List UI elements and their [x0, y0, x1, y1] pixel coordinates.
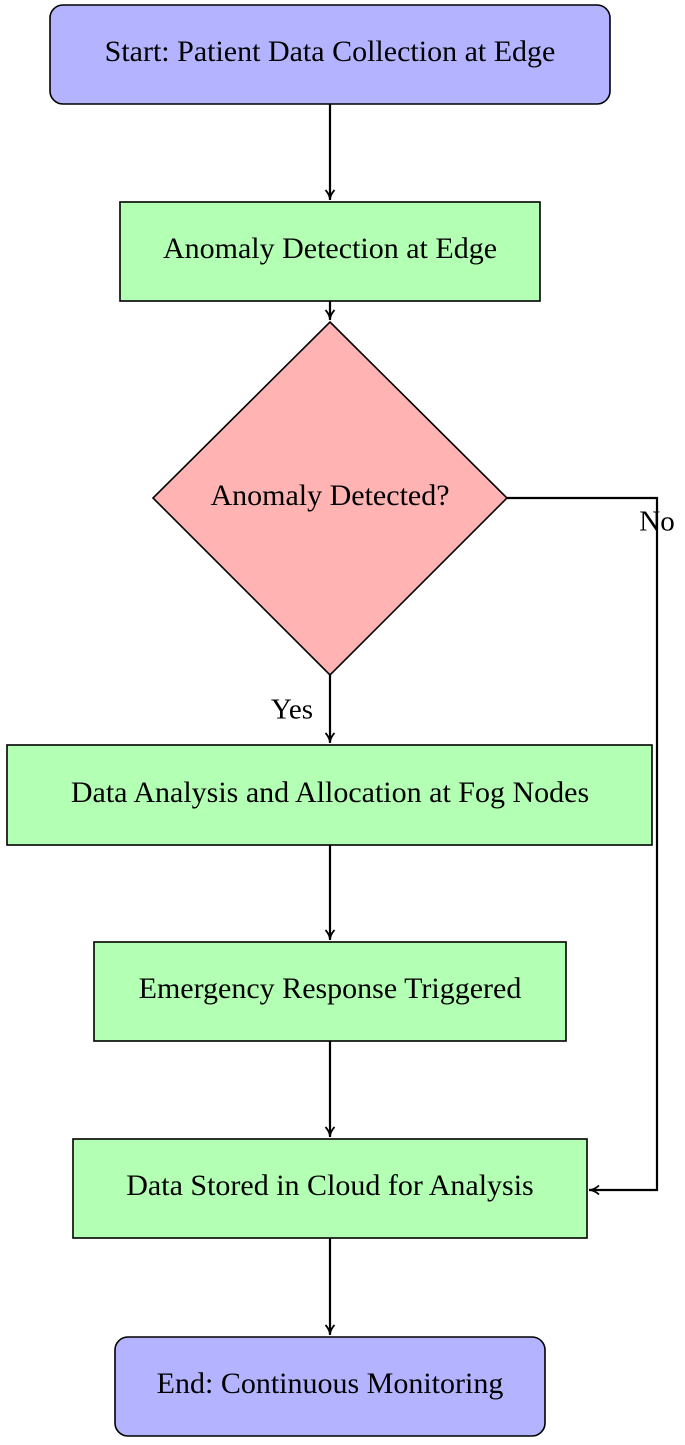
decision-node [151, 320, 509, 677]
end-node [114, 1336, 546, 1437]
yes-label: Yes [271, 694, 313, 726]
edge-detection-node-label: Anomaly Detection at Edge [163, 232, 497, 265]
edge-detection-node [119, 201, 541, 302]
no-label: No [639, 506, 674, 538]
end-node-label: End: Continuous Monitoring [157, 1367, 504, 1400]
emergency-node-label: Emergency Response Triggered [139, 972, 522, 1005]
fog-analysis-node-label: Data Analysis and Allocation at Fog Node… [71, 776, 589, 809]
arrow-decision-no [507, 496, 659, 1196]
start-node-label: Start: Patient Data Collection at Edge [105, 35, 556, 68]
start-node [49, 4, 611, 105]
fog-analysis-node [6, 744, 653, 846]
cloud-storage-node [72, 1138, 588, 1239]
emergency-node [93, 941, 567, 1042]
cloud-storage-node-label: Data Stored in Cloud for Analysis [126, 1169, 533, 1202]
decision-node-label: Anomaly Detected? [210, 479, 449, 512]
